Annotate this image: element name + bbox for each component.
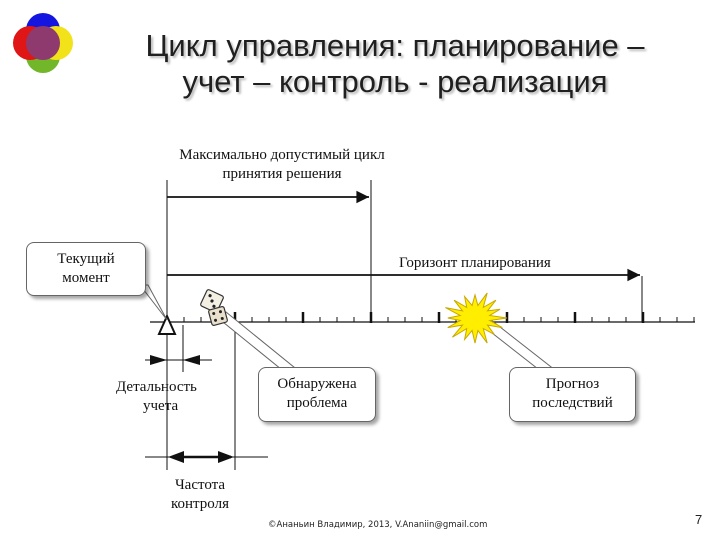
frequency-label-line-2: контроля (171, 496, 229, 512)
logo-center-circle (26, 26, 60, 60)
axis-ticks (183, 312, 695, 323)
frequency-label: Частота контроля (152, 476, 248, 514)
title-line-2: учет – контроль - реализация (182, 64, 608, 99)
footer-copyright: ©Ананьин Владимир, 2013, V.Ananiin@gmail… (268, 520, 488, 530)
max-cycle-label-line-1: Максимально допустимый цикл (179, 147, 385, 163)
forecast-line-2: последствий (532, 395, 613, 411)
forecast-line-1: Прогноз (545, 376, 600, 392)
frequency-label-line-1: Частота (174, 477, 226, 493)
max-cycle-label: Максимально допустимый цикл принятия реш… (142, 146, 422, 184)
title-line-1: Цикл управления: планирование – (145, 28, 645, 63)
horizon-label: Горизонт планирования (399, 255, 551, 271)
forecast-callout: Прогноз последствий (509, 367, 636, 422)
problem-line-1: Обнаружена (277, 376, 357, 392)
page-title: Цикл управления: планирование – учет – к… (100, 28, 690, 100)
explosion-icon (445, 292, 508, 344)
detail-arrow-left (150, 355, 167, 365)
current-moment-line-2: момент (62, 270, 110, 286)
detail-arrow-right (183, 355, 200, 365)
max-cycle-label-line-2: принятия решения (222, 166, 342, 182)
detail-label-line-1: Детальность (116, 379, 197, 395)
triangle-marker-icon (157, 313, 177, 335)
frequency-arrow-right (218, 451, 234, 463)
problem-callout: Обнаружена проблема (258, 367, 376, 422)
current-moment-callout: Текущий момент (26, 242, 146, 296)
venn-logo-icon (13, 13, 73, 73)
detail-label: Детальность учета (116, 378, 197, 416)
current-moment-line-1: Текущий (57, 251, 115, 267)
dice-icon (200, 289, 228, 326)
frequency-arrow-left (168, 451, 184, 463)
problem-line-2: проблема (286, 395, 348, 411)
detail-label-line-2: учета (143, 398, 179, 414)
page-number: 7 (695, 512, 703, 527)
